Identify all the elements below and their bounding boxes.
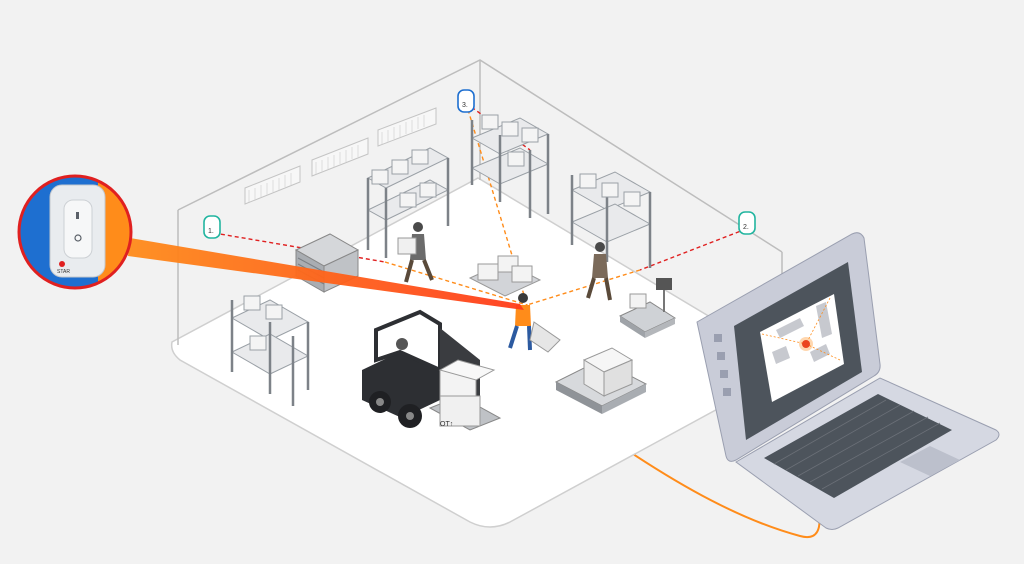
anchor-left: 1. [203,215,221,239]
tagged-worker [508,293,561,353]
anchor-back: 3. [457,89,475,113]
shelf-right [570,171,652,268]
worker-carrying-box [397,222,434,283]
shelf-back-center [470,114,550,218]
anchor-right-label: 2. [743,224,749,231]
forklift-plate-text: ОТ↑ [440,421,453,428]
anchor-right: 2. [738,211,756,235]
zoom-beam [128,238,524,310]
forklift: ОТ↑ [362,309,502,431]
laptop-cable [629,451,821,539]
pallet-boxes-center [468,255,542,297]
laptop-touchpad [900,446,960,476]
weighing-scale [618,278,677,338]
laptop-keyboard [764,394,952,498]
anchor-back-label: 3. [462,102,468,109]
vent-slats [248,115,425,202]
device-brand-text: STAR [57,269,70,275]
shelf-back-left [366,147,450,258]
laptop-screen-map [760,294,844,402]
shelf-front-left [230,295,310,406]
wall-vents [244,107,437,205]
laptop [696,232,1000,530]
tag-device-zoom: STAR [17,174,133,290]
box-cart [554,347,648,414]
warehouse-walls [177,59,783,365]
worker-right [586,242,612,301]
anchor-left-label: 1. [208,228,214,235]
